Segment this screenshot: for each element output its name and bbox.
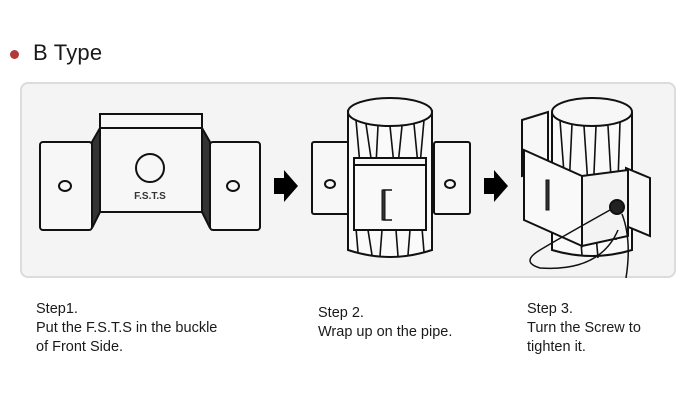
step-3-title: Step 3.	[527, 301, 573, 317]
arrow-right-icon	[274, 170, 298, 202]
plate-top-lip	[353, 157, 427, 166]
sensor-cable-tail	[621, 213, 629, 279]
top-lip	[99, 113, 203, 129]
step-1-line-1: Put the F.S.T.S in the buckle	[36, 320, 218, 336]
left-fold	[91, 124, 101, 229]
screw-icon	[609, 199, 625, 215]
step3-tighten-illustration	[521, 97, 651, 279]
section-heading: B Type	[10, 40, 102, 66]
step-2-line-1: Wrap up on the pipe.	[318, 324, 453, 340]
step-1-title: Step1.	[36, 301, 78, 317]
right-tab	[625, 166, 651, 238]
right-fold	[201, 124, 211, 229]
right-tab-hole-icon	[226, 180, 240, 192]
bullet-icon	[10, 49, 19, 59]
step2-pipe-illustration	[311, 97, 471, 258]
left-tab	[311, 141, 353, 215]
step-3-description: Step 3. Turn the Screw to tighten it.	[527, 300, 641, 357]
step-3-line-1: Turn the Screw to	[527, 320, 641, 336]
step-1-line-2: of Front Side.	[36, 339, 124, 355]
step-1-description: Step1. Put the F.S.T.S in the buckle of …	[36, 300, 217, 357]
left-tab-hole-icon	[324, 179, 336, 189]
step-3-line-2: tighten it.	[527, 339, 586, 355]
gauge-scale	[545, 179, 550, 211]
sensor-cable	[529, 209, 619, 270]
fsts-label: F.S.T.S	[134, 191, 166, 202]
step1-bracket-illustration	[39, 113, 261, 231]
sensor-knob-icon	[135, 153, 165, 183]
pipe-top-opening	[347, 97, 433, 127]
step-2-description: Step 2. Wrap up on the pipe.	[318, 304, 452, 342]
arrow-right-icon	[484, 170, 508, 202]
gauge-scale	[381, 189, 386, 221]
step-2-title: Step 2.	[318, 305, 364, 321]
left-tab-hole-icon	[58, 180, 72, 192]
pipe-top-opening	[551, 97, 633, 127]
right-tab	[433, 141, 471, 215]
right-tab-hole-icon	[444, 179, 456, 189]
section-title: B Type	[33, 40, 103, 65]
